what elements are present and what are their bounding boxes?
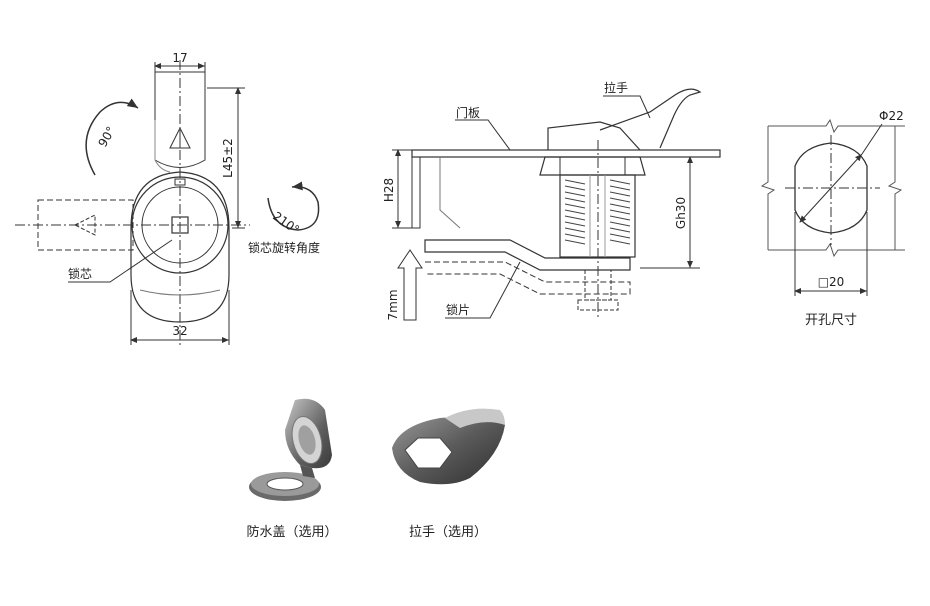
front-lever	[154, 71, 206, 168]
cutout-frame	[760, 118, 905, 258]
latch-label: 锁片	[446, 302, 470, 317]
front-body-lower	[139, 289, 221, 296]
front-outer-ring	[131, 176, 229, 274]
handle-leader	[603, 95, 651, 119]
dim-gh30-text: Gh30	[674, 197, 688, 229]
side-handle	[599, 88, 702, 149]
door-frame	[411, 157, 421, 229]
rotation-90-text: 90°	[95, 124, 118, 149]
side-latch	[424, 239, 631, 271]
door-panel	[411, 149, 721, 158]
cutout-shape	[794, 142, 868, 234]
waterproof-cover-label: 防水盖（选用）	[246, 524, 337, 540]
handle-hexagon-hole	[404, 437, 453, 469]
dim-32-text: 32	[172, 324, 187, 338]
accessory-handle-image	[392, 408, 505, 485]
waterproof-cover-image	[249, 398, 332, 501]
door-panel-label: 门板	[456, 105, 480, 120]
rotation-arrow-210	[267, 181, 320, 231]
dim-phi22-text: Φ22	[879, 109, 904, 123]
side-view	[392, 88, 721, 321]
front-key-square	[171, 216, 189, 234]
front-view	[15, 60, 320, 345]
door-panel-leader	[455, 119, 511, 151]
side-latch-dashed	[425, 261, 631, 295]
travel-arrow	[397, 249, 423, 321]
core-leader	[68, 239, 173, 283]
dim-sq20-text: □20	[818, 275, 845, 289]
thread-lines	[564, 179, 631, 245]
cutout-view	[760, 118, 905, 296]
front-triangle-rotated	[73, 214, 96, 236]
side-cap	[547, 121, 641, 151]
front-lever-shadow	[154, 120, 171, 173]
rotation-arrow-90	[85, 98, 139, 176]
cutout-label: 开孔尺寸	[805, 313, 857, 328]
dim-17-text: 17	[172, 51, 187, 65]
front-inner-ring	[141, 186, 219, 264]
latch-leader	[445, 261, 521, 319]
front-body	[130, 171, 230, 323]
rotation-angle-label: 锁芯旋转角度	[248, 240, 320, 255]
accessory-handle-label: 拉手（选用）	[409, 525, 487, 540]
rotation-210-text: 210°	[270, 209, 302, 237]
dim-h28-text: H28	[382, 178, 396, 202]
dim-line-phi22	[799, 153, 863, 223]
core-label: 锁芯	[68, 266, 92, 281]
handle-label: 拉手	[604, 80, 628, 95]
side-bracket	[439, 157, 461, 229]
front-lever-rotated	[37, 199, 134, 251]
side-nut	[539, 156, 646, 176]
dim-7mm-text: 7mm	[386, 289, 400, 320]
dim-l45-text: L45±2	[221, 138, 235, 178]
